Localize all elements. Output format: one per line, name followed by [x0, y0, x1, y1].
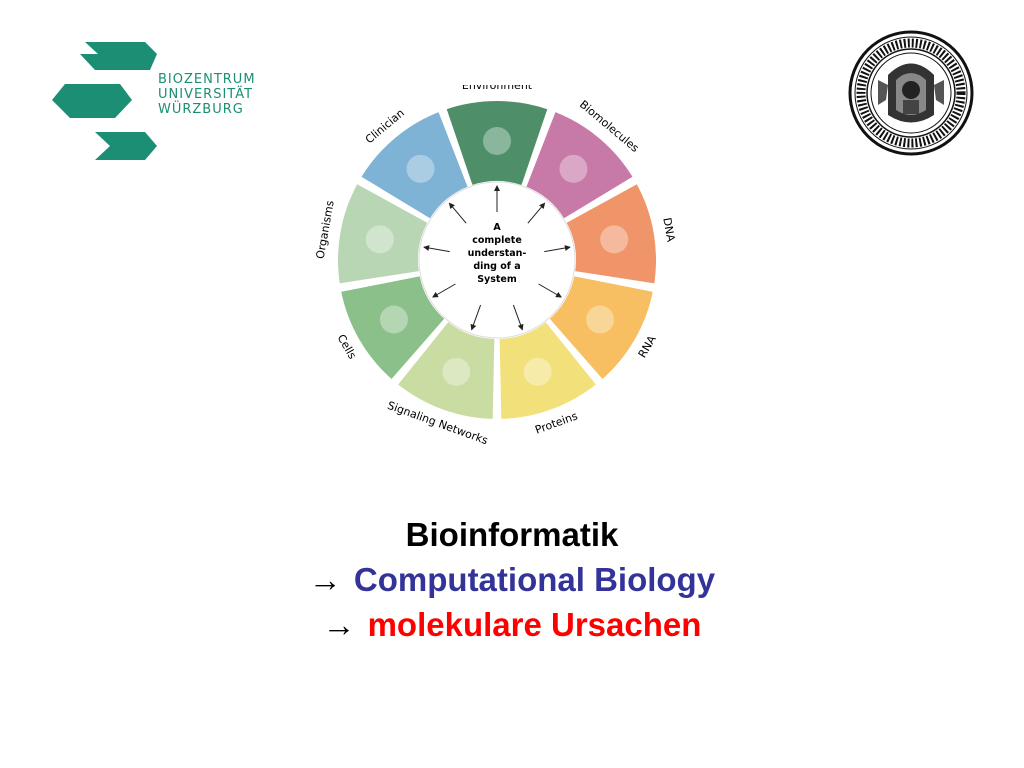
segment-signaling-networks-illustration-icon: [442, 357, 471, 386]
center-arrow-icon: [544, 245, 571, 253]
title-line-2: → Computational Biology: [0, 557, 1024, 602]
segment-environment-label: Environment: [462, 85, 533, 92]
title-block: Bioinformatik → Computational Biology → mo…: [0, 512, 1024, 647]
systems-biology-wheel: A complete understan- ding of a System E…: [314, 85, 678, 445]
center-arrow-icon: [512, 304, 524, 331]
segment-organisms-label: Organisms: [314, 199, 337, 260]
wheel-center: [418, 181, 576, 339]
center-line-4: ding of a: [473, 261, 520, 272]
segment-organisms-illustration-icon: [365, 225, 394, 254]
biozentrum-logo-icon: [52, 42, 157, 160]
computational-biology-text: Computational Biology: [353, 561, 716, 598]
right-arrow-icon: →: [322, 606, 356, 643]
center-arrow-icon: [448, 202, 467, 224]
center-arrow-icon: [432, 283, 456, 298]
logo-line-2: UNIVERSITÄT: [158, 87, 254, 102]
segment-biomolecules-illustration-icon: [559, 154, 588, 183]
segment-environment-illustration-icon: [483, 127, 511, 155]
logo-line-1: BIOZENTRUM: [158, 72, 256, 87]
center-arrow-icon: [470, 304, 482, 331]
center-text: A complete understan- ding of a System: [468, 222, 527, 285]
center-arrow-icon: [423, 245, 450, 253]
center-arrow-icon: [527, 202, 546, 224]
segment-dna-label: DNA: [660, 217, 677, 244]
logo-line-3: WÜRZBURG: [158, 102, 244, 117]
logo-text: BIOZENTRUM UNIVERSITÄT WÜRZBURG: [158, 72, 256, 117]
university-seal-icon: [848, 30, 974, 156]
segment-dna-illustration-icon: [600, 225, 629, 254]
center-line-1: A: [493, 222, 501, 233]
center-arrow-icon: [538, 283, 562, 298]
title-line-3: → molekulare Ursachen: [0, 602, 1024, 647]
center-line-3: understan-: [468, 248, 527, 259]
segment-rna-label: RNA: [636, 333, 659, 360]
center-line-5: System: [477, 274, 517, 285]
biozentrum-logo: BIOZENTRUM UNIVERSITÄT WÜRZBURG: [40, 40, 260, 165]
molekulare-ursachen-text: molekulare Ursachen: [367, 606, 702, 643]
segment-proteins-illustration-icon: [523, 357, 552, 386]
title-line-1: Bioinformatik: [405, 516, 619, 553]
center-line-2: complete: [472, 235, 522, 246]
right-arrow-icon: →: [308, 561, 342, 598]
segment-rna-illustration-icon: [586, 305, 615, 334]
segment-clinician-illustration-icon: [406, 154, 435, 183]
segment-cells-illustration-icon: [379, 305, 408, 334]
